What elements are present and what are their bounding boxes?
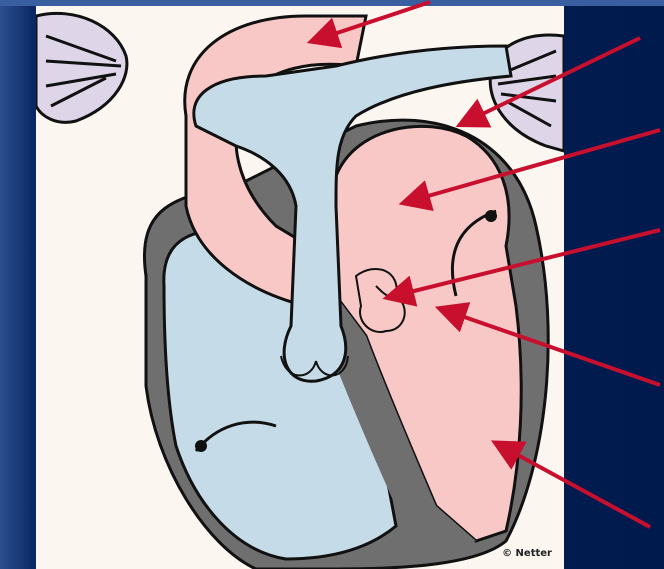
left-lung-vessels (36, 13, 127, 122)
heart-diagram: © Netter (36, 6, 564, 569)
heart-illustration (36, 6, 564, 569)
left-border (0, 6, 30, 569)
credit-label: © Netter (502, 548, 552, 559)
